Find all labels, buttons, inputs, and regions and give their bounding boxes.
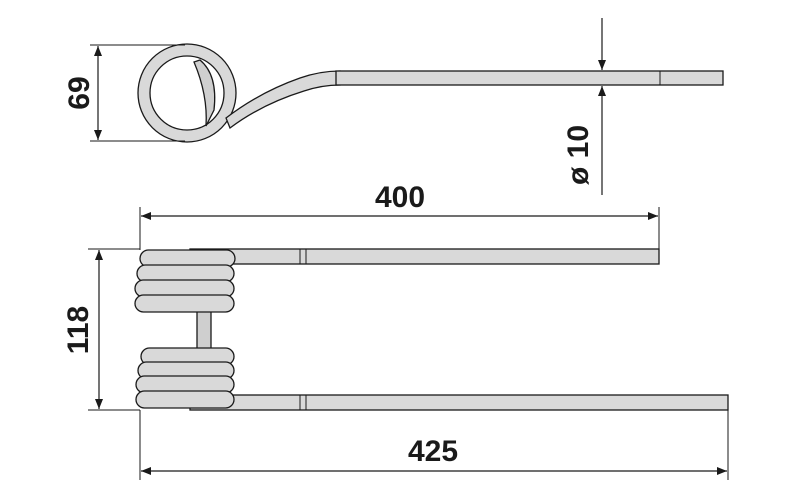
tine-straight-side [335, 70, 724, 86]
dimension-coil-height: 69 [63, 44, 185, 142]
dimension-label-118: 118 [62, 306, 95, 354]
tine-transition [225, 70, 341, 130]
dimension-coil-span: 118 [62, 248, 140, 411]
dimension-inner-length: 400 [139, 181, 660, 250]
coil-upper [134, 249, 236, 313]
tine-lower [189, 394, 729, 411]
dimension-label-425: 425 [408, 435, 458, 468]
dimension-overall-length: 425 [139, 410, 729, 480]
dimension-label-400: 400 [375, 181, 425, 214]
coil-lower [135, 347, 235, 409]
side-view [137, 43, 724, 143]
coil-inner-pass [193, 59, 216, 127]
dimension-label-69: 69 [63, 76, 96, 109]
plan-view [134, 248, 729, 411]
dimension-wire-diameter: ø 10 [562, 18, 660, 195]
dimension-label-diameter: ø 10 [562, 125, 595, 185]
tine-upper [189, 248, 660, 265]
